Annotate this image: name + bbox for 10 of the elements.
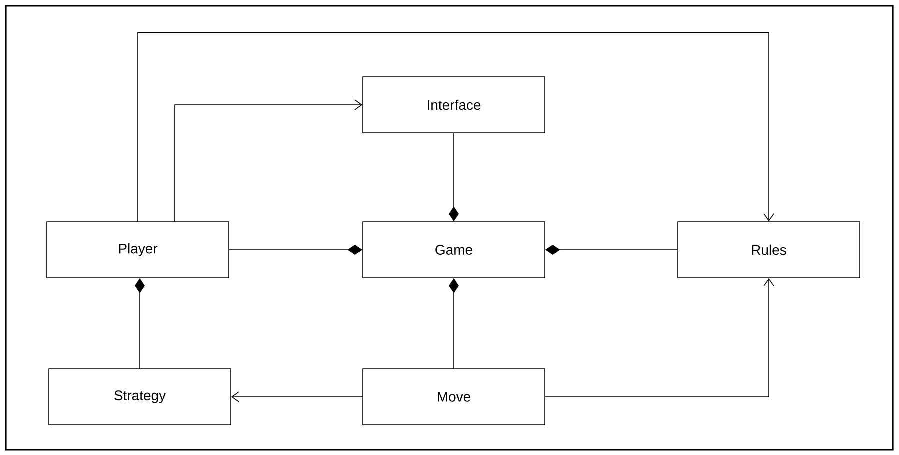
arrow (174, 100, 363, 222)
class-box: Interface (362, 76, 546, 134)
class-box: Game (362, 222, 546, 278)
class-box: Rules (678, 222, 860, 278)
arrow (231, 392, 363, 402)
class-box: Move (362, 368, 546, 426)
class-box: Player (46, 222, 230, 278)
arrow (545, 278, 774, 398)
arrow (138, 32, 774, 222)
class-box: Strategy (48, 368, 232, 426)
